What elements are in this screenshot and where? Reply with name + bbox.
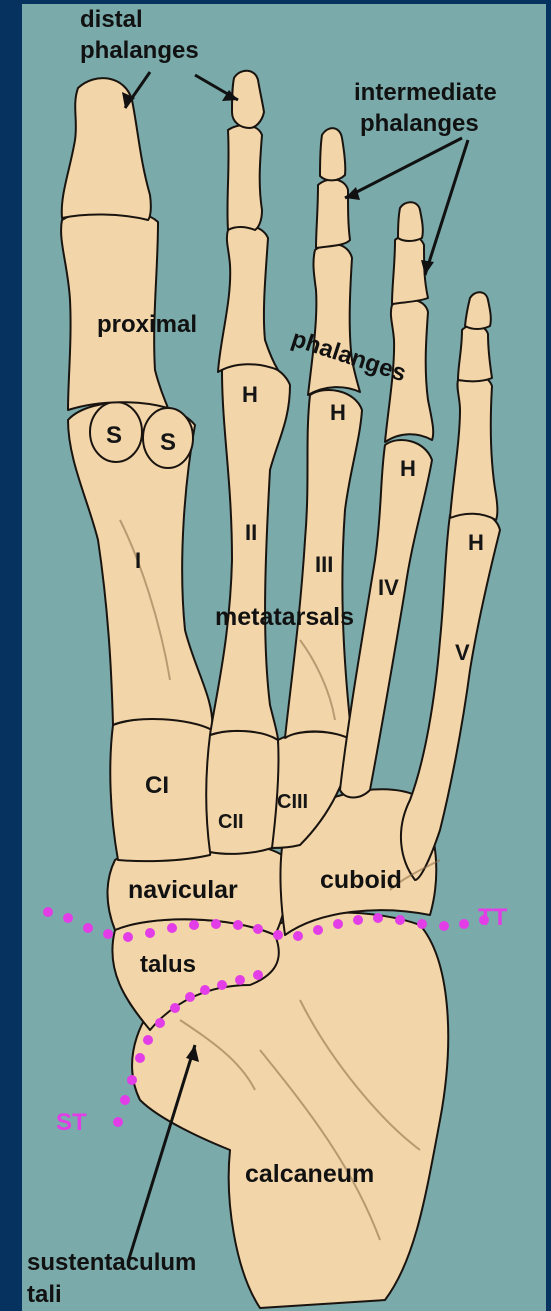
tt-joint-dot — [439, 921, 449, 931]
intermediate-phalanx-2-bone — [227, 125, 262, 230]
intermediate-phalanx-5-bone — [458, 325, 492, 381]
label-talus: talus — [140, 951, 196, 978]
tt-joint-dot — [63, 913, 73, 923]
st-joint-dot — [253, 970, 263, 980]
head-marker-3: H — [330, 400, 346, 425]
label-metatarsals: metatarsals — [215, 603, 354, 631]
metatarsal-3-numeral: III — [315, 552, 333, 577]
st-joint-dot — [120, 1095, 130, 1105]
label-cuboid: cuboid — [320, 866, 402, 894]
label-st: ST — [56, 1109, 87, 1136]
st-joint-dot — [113, 1117, 123, 1127]
tt-joint-dot — [83, 923, 93, 933]
tt-joint-dot — [189, 920, 199, 930]
label-sustentaculum: sustentaculum — [27, 1249, 196, 1276]
intermediate-phalanx-4-bone — [392, 235, 428, 304]
metatarsal-1-numeral: I — [135, 548, 141, 573]
tt-joint-dot — [373, 913, 383, 923]
st-joint-dot — [235, 975, 245, 985]
tt-joint-dot — [417, 919, 427, 929]
distal-phalanx-3-bone — [320, 128, 345, 180]
tt-joint-dot — [353, 915, 363, 925]
proximal-phalanx-1-bone — [61, 209, 168, 410]
tt-joint-dot — [459, 919, 469, 929]
distal-phalanx-4-bone — [398, 202, 423, 241]
head-marker-5: H — [468, 530, 484, 555]
cuneiform-3-marker: CIII — [277, 791, 308, 813]
label-intermediate-phalanges: phalanges — [360, 110, 479, 137]
tt-joint-dot — [273, 930, 283, 940]
tt-joint-dot — [103, 929, 113, 939]
metatarsal-4-numeral: IV — [378, 575, 399, 600]
st-joint-dot — [185, 992, 195, 1002]
cuneiform-1-marker: CI — [145, 772, 169, 799]
label-calcaneum: calcaneum — [245, 1160, 374, 1188]
cuneiform-2-marker: CII — [218, 811, 244, 833]
st-joint-dot — [127, 1075, 137, 1085]
tt-joint-dot — [313, 925, 323, 935]
label-tt: TT — [478, 904, 508, 931]
tt-joint-dot — [293, 931, 303, 941]
tt-joint-dot — [43, 907, 53, 917]
intermediate-phalanx-3-bone — [316, 179, 350, 248]
tt-joint-dot — [145, 928, 155, 938]
label-intermediate: intermediate — [354, 79, 497, 106]
label-distal: distal — [80, 6, 143, 33]
label-navicular: navicular — [128, 876, 238, 904]
head-marker-2: H — [242, 382, 258, 407]
tt-joint-dot — [333, 919, 343, 929]
tt-joint-dot — [233, 920, 243, 930]
head-marker-4: H — [400, 456, 416, 481]
cuneiform-2-bone — [206, 731, 280, 854]
metatarsal-2-numeral: II — [245, 520, 257, 545]
st-joint-dot — [155, 1018, 165, 1028]
st-joint-dot — [143, 1035, 153, 1045]
st-joint-dot — [200, 985, 210, 995]
tt-joint-dot — [167, 923, 177, 933]
label-sustentaculum-tali: tali — [27, 1281, 62, 1308]
metatarsal-5-numeral: V — [455, 640, 470, 665]
st-joint-dot — [135, 1053, 145, 1063]
sesamoid-marker-lateral: S — [160, 429, 176, 456]
tt-joint-dot — [395, 915, 405, 925]
tt-joint-dot — [123, 932, 133, 942]
tt-joint-dot — [253, 924, 263, 934]
st-joint-dot — [170, 1003, 180, 1013]
sesamoid-marker-medial: S — [106, 422, 122, 449]
st-joint-dot — [217, 980, 227, 990]
label-proximal: proximal — [97, 311, 197, 338]
label-distal-phalanges: phalanges — [80, 37, 199, 64]
tt-joint-dot — [211, 919, 221, 929]
